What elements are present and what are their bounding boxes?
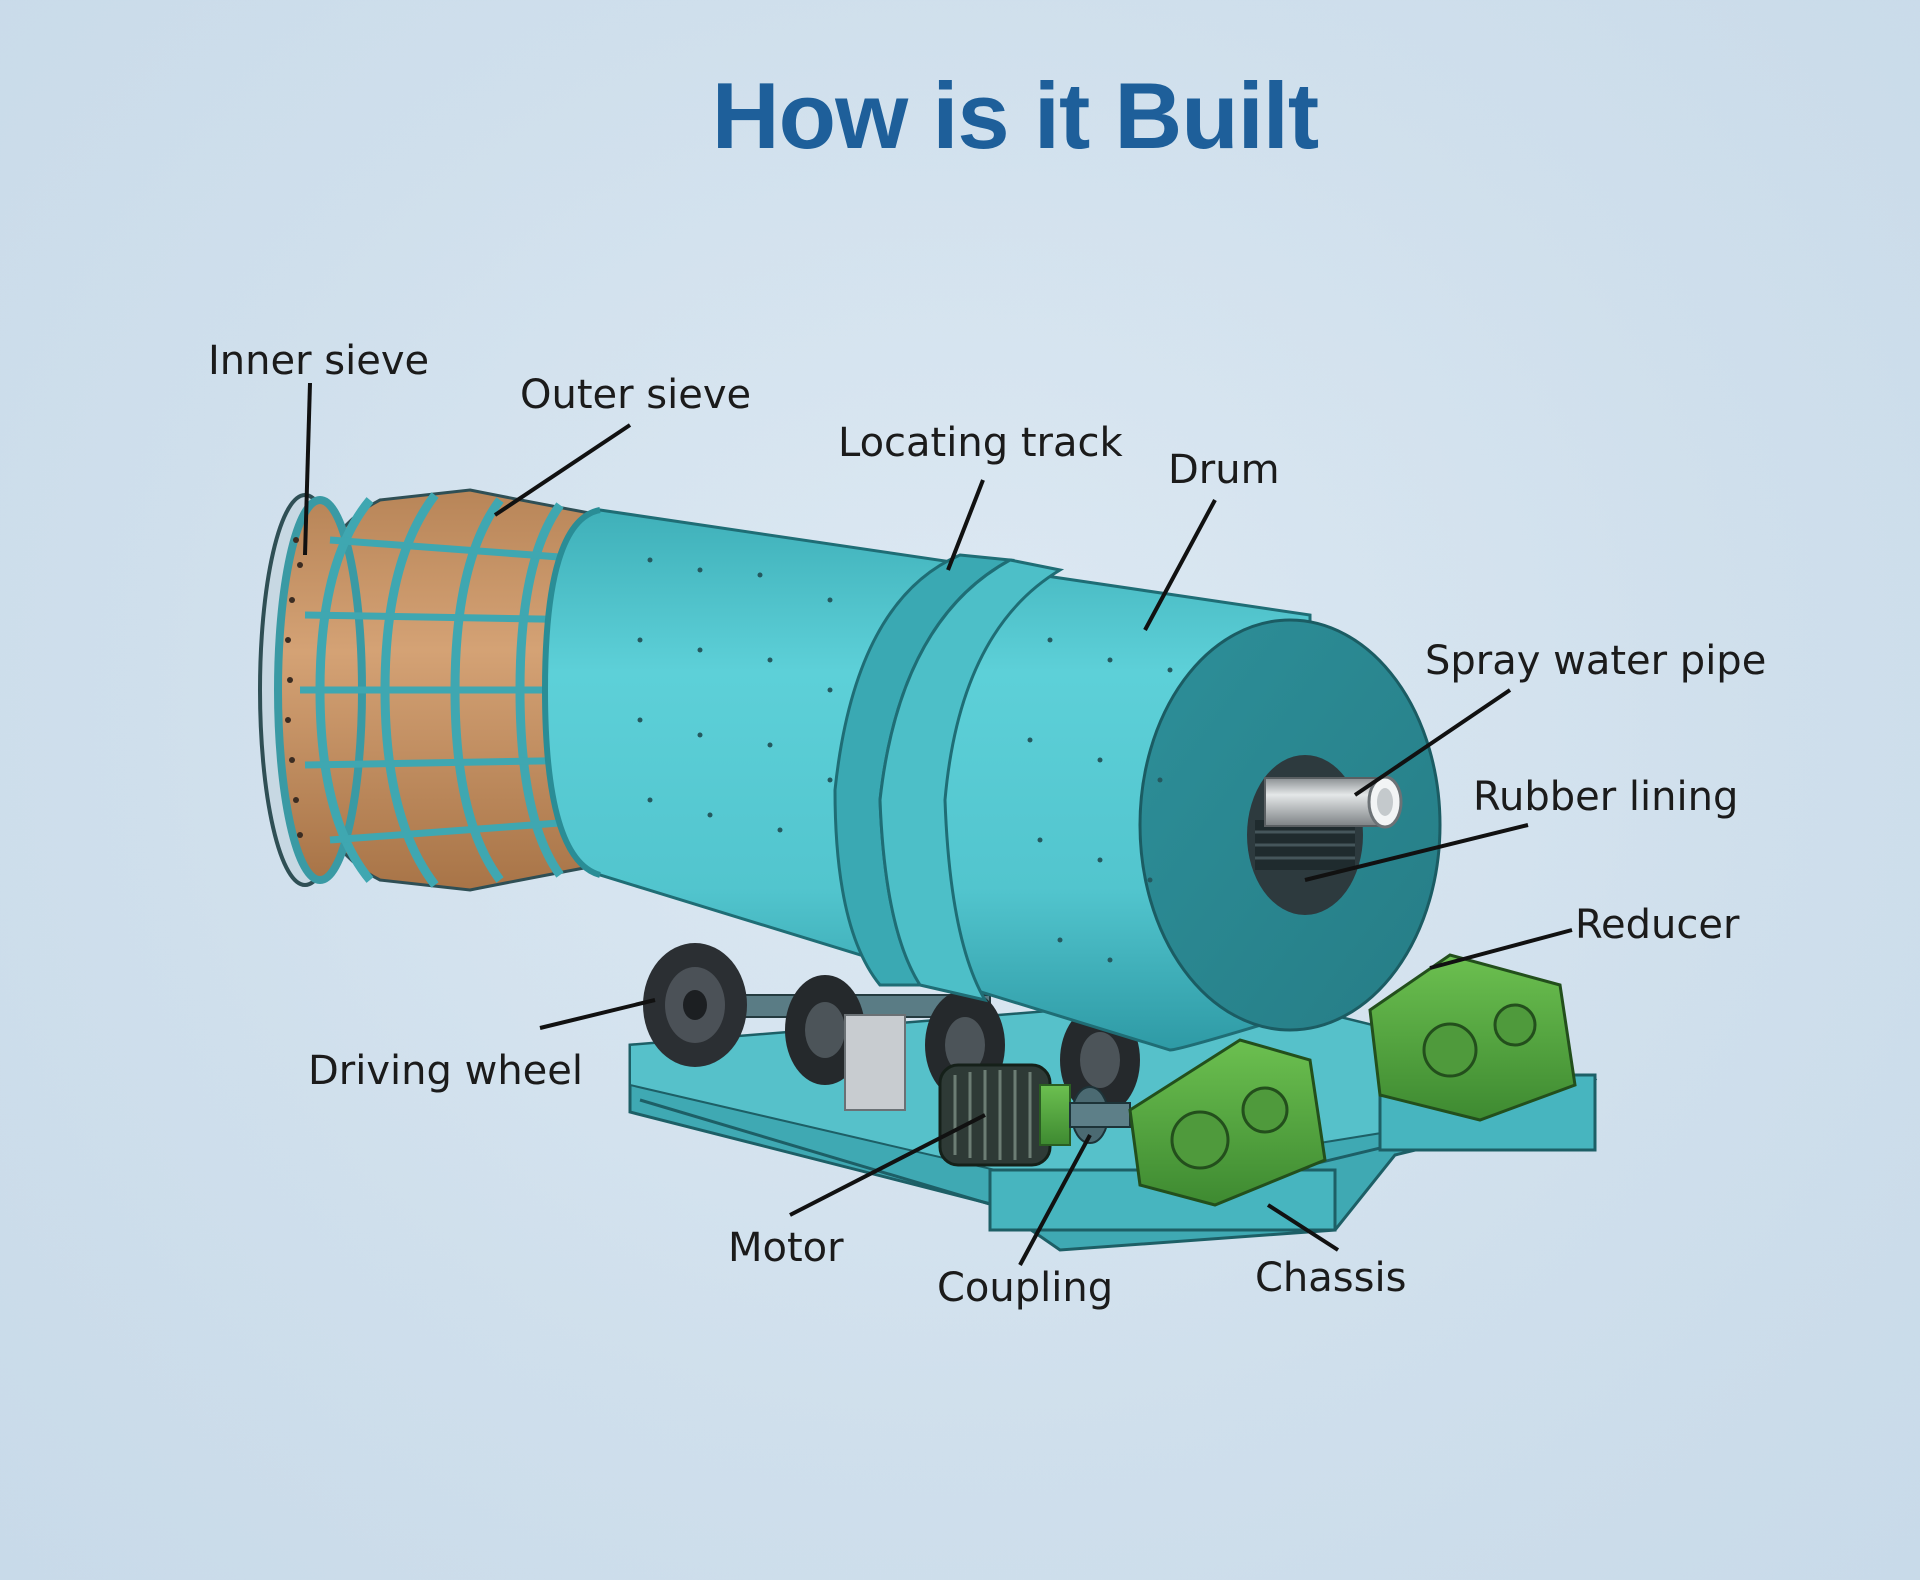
drum-perforations — [637, 557, 1173, 963]
support-rollers — [785, 975, 1140, 1115]
label-chassis: Chassis — [1255, 1255, 1407, 1301]
reducer-front — [1128, 1038, 1327, 1207]
leader-lines — [303, 382, 1573, 1266]
label-reducer: Reducer — [1575, 902, 1740, 948]
motor — [938, 1063, 1071, 1167]
label-rubber-lining: Rubber lining — [1473, 774, 1739, 820]
label-motor: Motor — [728, 1225, 844, 1271]
outer-sieve — [258, 488, 602, 892]
coupling — [1069, 1086, 1131, 1144]
label-driving-wheel: Driving wheel — [308, 1048, 583, 1094]
spray-water-pipe — [1264, 775, 1403, 829]
label-outer-sieve: Outer sieve — [520, 372, 752, 418]
driving-wheel — [643, 943, 991, 1067]
label-drum: Drum — [1168, 447, 1280, 493]
locating-track — [833, 553, 1065, 1003]
label-coupling: Coupling — [937, 1265, 1114, 1311]
reducer-back — [1368, 953, 1577, 1122]
label-locating-track: Locating track — [838, 420, 1123, 466]
page-title: How is it Built — [711, 63, 1319, 168]
label-inner-sieve: Inner sieve — [208, 338, 430, 384]
label-spray-water-pipe: Spray water pipe — [1425, 638, 1767, 684]
